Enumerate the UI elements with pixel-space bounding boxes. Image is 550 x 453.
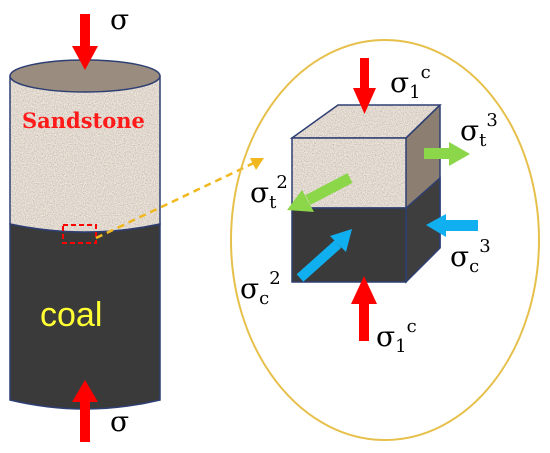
sandstone-layer [10, 76, 160, 232]
sigma1c-top-arrow [353, 58, 376, 114]
sigma1c-top-label: σ1c [390, 62, 431, 103]
sigmac3-label: σc3 [450, 236, 491, 277]
sigmat3-label: σt3 [460, 110, 498, 151]
coal-label: coal [40, 296, 103, 334]
sigma-bottom-label: σ [110, 405, 130, 438]
sandstone-label: Sandstone [22, 108, 145, 133]
highlight-box [62, 224, 97, 244]
sigmac2-label: σc2 [240, 268, 281, 309]
sigma1c-bottom-label: σ1c [376, 316, 417, 357]
sigma1c-bottom-arrow [351, 276, 377, 341]
sigmat3-arrow [424, 142, 470, 166]
zoom-ellipse [230, 39, 540, 441]
stress-cube [289, 104, 442, 284]
zoom-link-arrow [95, 158, 264, 240]
sigma-top-label: σ [110, 3, 130, 36]
sigmat2-label: σt2 [250, 172, 288, 213]
sigmat2-arrow [287, 173, 353, 212]
sigmac3-arrow [426, 214, 478, 237]
sigmac2-arrow [296, 229, 352, 282]
cylinder-specimen [9, 59, 161, 410]
sigma-top-arrow [72, 14, 98, 70]
sigma-bottom-arrow [72, 380, 98, 442]
